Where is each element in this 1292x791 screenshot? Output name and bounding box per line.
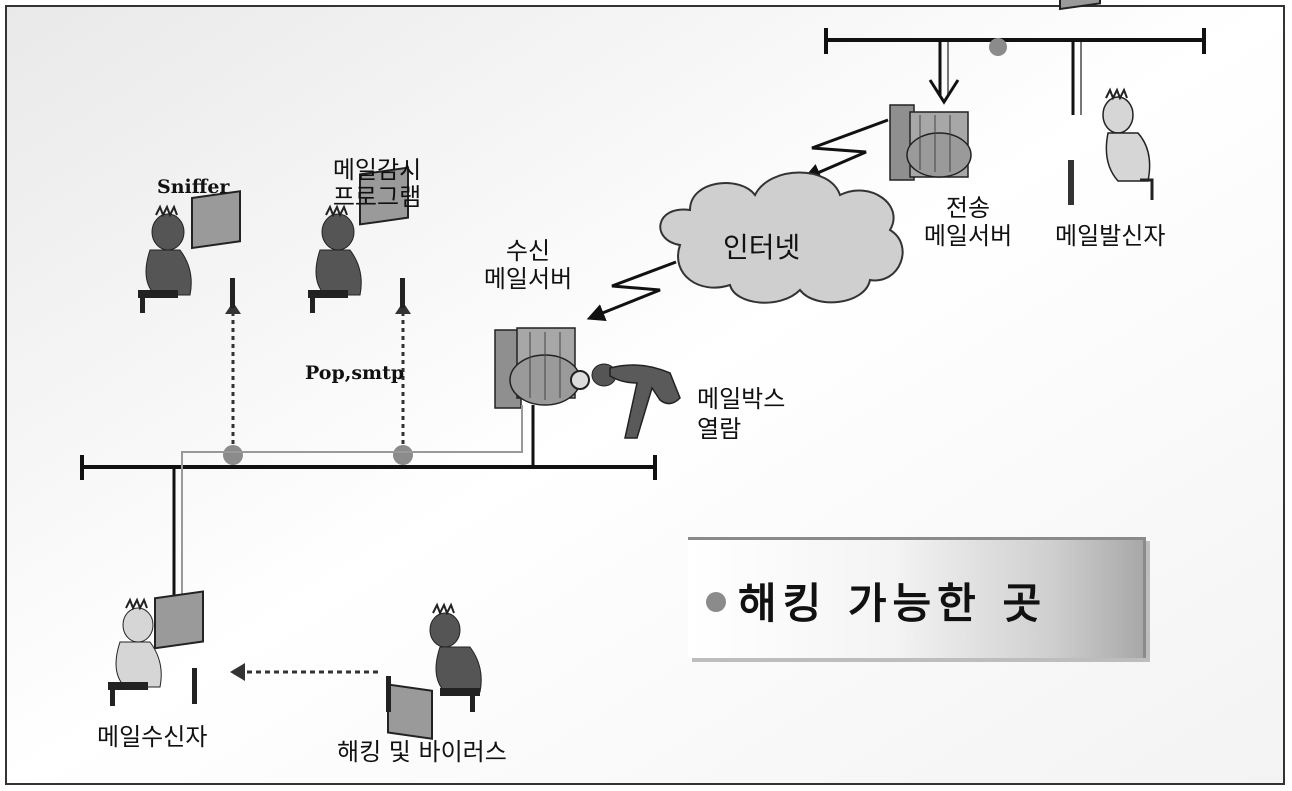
mail-receiver-figure bbox=[108, 590, 204, 706]
label-mailbox-1: 메일박스 bbox=[697, 385, 786, 413]
label-recv-server-2: 메일서버 bbox=[483, 265, 573, 293]
internet-cloud bbox=[659, 171, 904, 304]
mail-monitor-figure bbox=[308, 166, 409, 313]
top-network-bus bbox=[824, 28, 1206, 56]
magnifier-icon bbox=[570, 370, 590, 390]
label-send-server-1: 전송 bbox=[945, 194, 991, 222]
label-sniffer: Sniffer bbox=[157, 176, 230, 198]
label-mail-monitor-1: 메일감시 bbox=[332, 156, 422, 184]
label-mail-receiver: 메일수신자 bbox=[97, 723, 208, 751]
legend-text: 해킹 가능한 곳 bbox=[738, 579, 1048, 628]
label-recv-server-1: 수신 bbox=[505, 237, 551, 265]
mailbox-snooper-figure bbox=[570, 363, 681, 439]
label-mail-monitor-2: 프로그램 bbox=[332, 183, 422, 211]
tap-point-sniffer bbox=[223, 445, 243, 465]
legend-box: 해킹 가능한 곳 bbox=[688, 537, 1146, 658]
sender-link bbox=[1071, 42, 1082, 115]
send-mail-server bbox=[889, 104, 972, 181]
tap-point-monitor bbox=[393, 445, 413, 465]
label-internet: 인터넷 bbox=[723, 231, 801, 264]
internet-to-recv-link bbox=[586, 260, 677, 322]
mail-sender-figure bbox=[1059, 0, 1154, 205]
send-to-internet-link bbox=[802, 118, 889, 181]
label-send-server-2: 메일서버 bbox=[923, 222, 1013, 250]
label-pop-smtp: Pop,smtp bbox=[305, 362, 405, 384]
hacker-figure bbox=[386, 602, 482, 740]
sniffer-figure bbox=[138, 190, 241, 313]
send-server-link bbox=[928, 42, 960, 105]
legend-bullet-icon bbox=[706, 592, 726, 612]
lower-network-bus bbox=[80, 445, 657, 480]
recv-mail-server bbox=[494, 327, 581, 409]
label-mail-sender: 메일발신자 bbox=[1055, 222, 1166, 250]
tap-point-top bbox=[989, 38, 1007, 56]
label-mailbox-2: 열람 bbox=[697, 415, 742, 443]
label-hacking-virus: 해킹 및 바이러스 bbox=[337, 738, 507, 766]
